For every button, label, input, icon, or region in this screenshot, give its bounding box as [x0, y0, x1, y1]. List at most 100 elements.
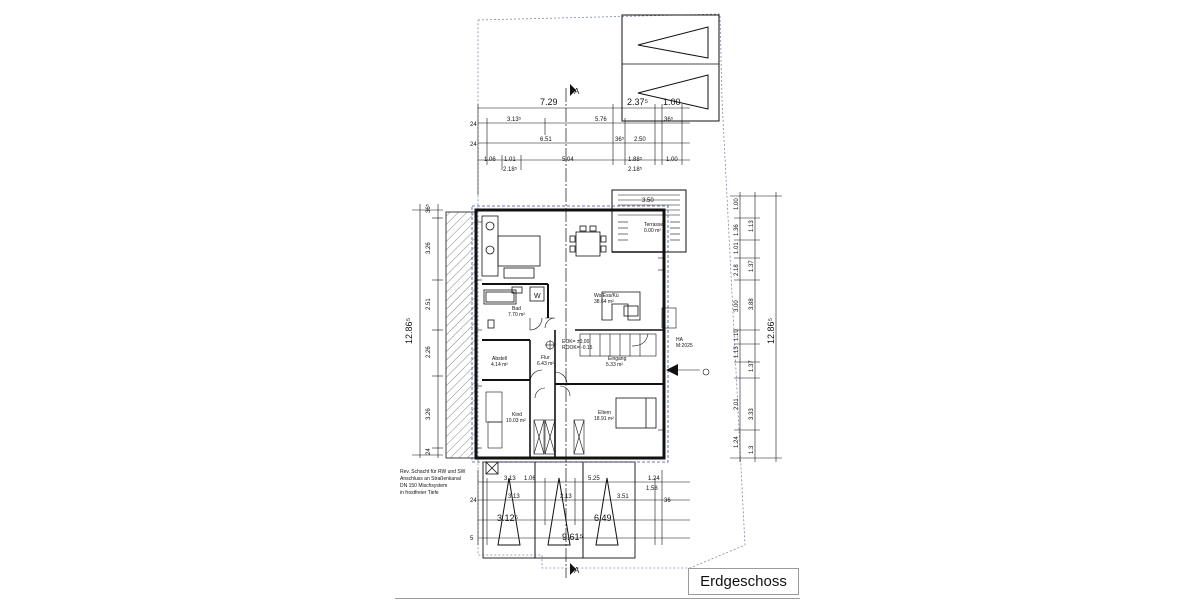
dim-top-3a: 24: [470, 142, 477, 148]
dim-right-b6: 1.3: [749, 445, 755, 454]
room-name-kind: Kind: [512, 412, 522, 418]
dim-bot-4a: 5: [470, 536, 474, 542]
property-boundary: [477, 13, 746, 569]
svg-text:W: W: [534, 293, 541, 300]
room-name-bad: Bad: [512, 306, 521, 312]
note-line-4: in frostfreier Tiefe: [400, 490, 439, 496]
window-marks: [476, 221, 664, 449]
room-name-wohnen: Wo/Ess/Kü: [594, 293, 619, 299]
dim-bot-2d: 3.51: [617, 494, 629, 500]
dim-bot-1b: 1.06: [524, 476, 536, 482]
dim-left-2: 3.26: [426, 242, 432, 254]
dim-top-4g: 2.18⁵: [628, 166, 643, 173]
dim-right-b1: 1.13: [749, 220, 755, 232]
dimension-labels-right: 12.86⁵ 1.00 1.36 1.01 2.18 3.00 1.10 1.1…: [734, 198, 776, 454]
dim-top-4f: 2.18⁵: [503, 166, 518, 173]
sewer-note: Rev. Schacht für RW und SW Anschluss an …: [400, 469, 466, 496]
note-line-2: Anschluss an Straßenkanal: [400, 476, 461, 482]
dim-top-3b: 6.51: [540, 137, 552, 143]
room-area-flur: 6.43 m²: [537, 361, 554, 367]
section-label-bottom: A: [574, 566, 580, 575]
dim-bot-2a: 24: [470, 498, 477, 504]
dimensions-left: [412, 204, 443, 458]
dim-right-a1: 1.00: [734, 198, 740, 210]
dim-left-5: 3.26: [426, 408, 432, 420]
dim-top-4e: 1.00: [666, 157, 678, 163]
dim-top-4c: 5.04: [562, 157, 574, 163]
dim-right-a7: 1.13: [734, 346, 740, 358]
room-name-flur: Flur: [541, 355, 550, 361]
dim-top-1c: 1.00: [663, 97, 681, 107]
dim-bot-2b: 3.13: [508, 494, 520, 500]
sofa: [601, 291, 641, 321]
dim-right-a3: 1.01: [734, 242, 740, 254]
note-line-3: DN 150 Mischsystem: [400, 483, 447, 489]
dim-top-4d: 1.88⁵: [628, 156, 643, 163]
dim-right-a5: 3.00: [734, 300, 740, 312]
room-area-eltern: 18.91 m²: [594, 416, 614, 422]
dim-right-a4: 2.18: [734, 264, 740, 276]
dim-right-b2: 1.37: [749, 260, 755, 272]
room-area-eingang: 5.33 m²: [606, 362, 623, 368]
level-marker: EOK= ±0.00 ROOK= -0.15: [545, 339, 593, 351]
dim-bot-3a: 3.12⁵: [497, 513, 519, 523]
caption-baseline: [395, 598, 800, 599]
dim-right-b3: 3.88: [749, 298, 755, 310]
dimension-labels-bottom: 3.13 1.06 5.25 1.24 1.58 24 3.13 2.13 3.…: [470, 476, 671, 542]
kitchen-block: [481, 215, 541, 279]
level-eok: EOK= ±0.00: [562, 339, 590, 345]
level-rook: ROOK= -0.15: [562, 345, 593, 351]
room-name-eingang: Eingang: [608, 356, 627, 362]
dim-right-a9: 1.24: [734, 436, 740, 448]
dim-top-4a: 1.06: [484, 157, 496, 163]
bathroom-fixtures: W: [483, 286, 545, 329]
dim-left-3: 2.51: [426, 298, 432, 310]
dimensions-right: [730, 192, 782, 462]
dim-right-a8: 2.01: [734, 398, 740, 410]
terrace-area: 0.00 m²: [644, 228, 661, 234]
dim-left-1: 36⁵: [425, 203, 432, 213]
dim-right-a6: 1.10: [734, 329, 740, 341]
dim-top-1b: 2.37⁵: [627, 97, 649, 107]
terrace-name: Terrasse: [644, 222, 663, 228]
dim-right-total: 12.86⁵: [766, 317, 776, 344]
dim-bot-2e: 36: [664, 498, 671, 504]
dim-top-2c: 5.76: [595, 117, 607, 123]
dim-top-1a: 7.29: [540, 97, 558, 107]
wardrobes: [485, 391, 585, 455]
dim-right-b4: 1.37: [749, 360, 755, 372]
dim-top-3d: 2.50: [634, 137, 646, 143]
sewer-shaft: [485, 461, 499, 475]
room-area-abstell: 4.14 m²: [491, 362, 508, 368]
room-name-abstell: Abstell: [492, 356, 507, 362]
dining-table: [569, 225, 607, 257]
dim-bot-1a: 3.13: [504, 476, 516, 482]
room-labels: Wo/Ess/Kü 38.64 m² Bad 7.70 m² Abstell 4…: [491, 293, 627, 424]
dim-right-a2: 1.36: [734, 224, 740, 236]
dim-top-2d: 36⁵: [664, 116, 674, 123]
dim-bot-1d: 1.24: [648, 476, 660, 482]
dim-left-4: 2.26: [426, 346, 432, 358]
floor-title: Erdgeschoss: [688, 568, 799, 595]
dim-top-4b: 1.01: [504, 157, 516, 163]
section-label-top: A: [574, 87, 580, 96]
dim-bot-1c: 5.25: [588, 476, 600, 482]
terrace-strip: [445, 211, 477, 459]
ha-sub: M:2025: [676, 343, 693, 349]
parking-spaces-top: [621, 14, 720, 122]
dim-bot-3b: 6.49: [594, 513, 612, 523]
dimension-labels-top: 7.29 2.37⁵ 1.00 24 3.13⁵ 5.76 36⁵ 24 6.5…: [470, 97, 681, 173]
dimensions-top: [477, 104, 690, 195]
ha-label: HA: [676, 337, 684, 343]
dim-left-total: 12.86⁵: [404, 317, 414, 344]
bed: [615, 397, 657, 429]
dim-left-6: 24: [426, 448, 432, 455]
dim-top-2a: 24: [470, 122, 477, 128]
section-line-a: A A: [565, 84, 580, 578]
dimensions-bottom: [477, 470, 690, 545]
room-area-kind: 10.03 m²: [506, 418, 526, 424]
dim-top-2b: 3.13⁵: [507, 116, 522, 123]
dim-bot-2c: 2.13: [560, 494, 572, 500]
entrance-arrow: HA M:2025: [661, 307, 710, 376]
